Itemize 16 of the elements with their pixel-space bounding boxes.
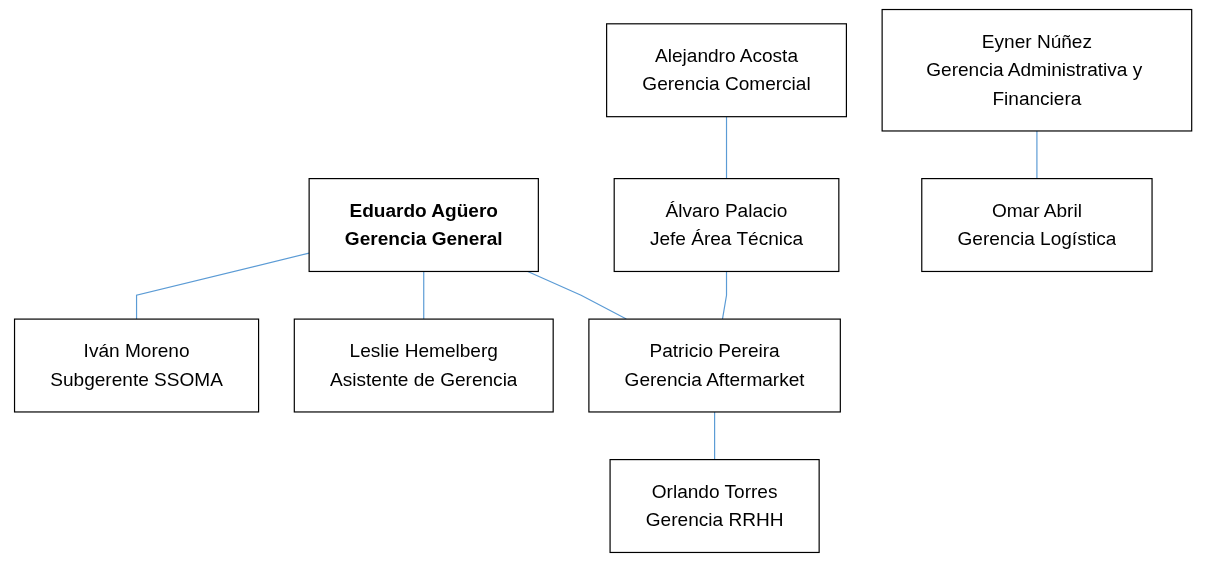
node-box: Alejandro Acosta Gerencia Comercial <box>605 23 847 118</box>
connector <box>713 411 716 461</box>
connector <box>135 252 310 320</box>
connector <box>423 270 425 320</box>
node-box: Eduardo Agüero Gerencia General <box>308 178 539 273</box>
connector <box>527 270 627 320</box>
node-box: Leslie Hemelberg Asistente de Gerencia <box>293 318 554 413</box>
node-box: Omar Abril Gerencia Logística <box>921 178 1153 273</box>
node-box: Patricio Pereira Gerencia Aftermarket <box>588 318 841 413</box>
node-box: Iván Moreno Subgerente SSOMA <box>13 318 260 413</box>
connector <box>1036 130 1038 180</box>
connector <box>721 270 727 320</box>
connector <box>725 116 727 180</box>
node-box: Álvaro Palacio Jefe Área Técnica <box>613 178 840 273</box>
node-box: Orlando Torres Gerencia RRHH <box>609 459 820 554</box>
node-box: Eyner Núñez Gerencia Administrativa y Financiera <box>881 8 1193 132</box>
